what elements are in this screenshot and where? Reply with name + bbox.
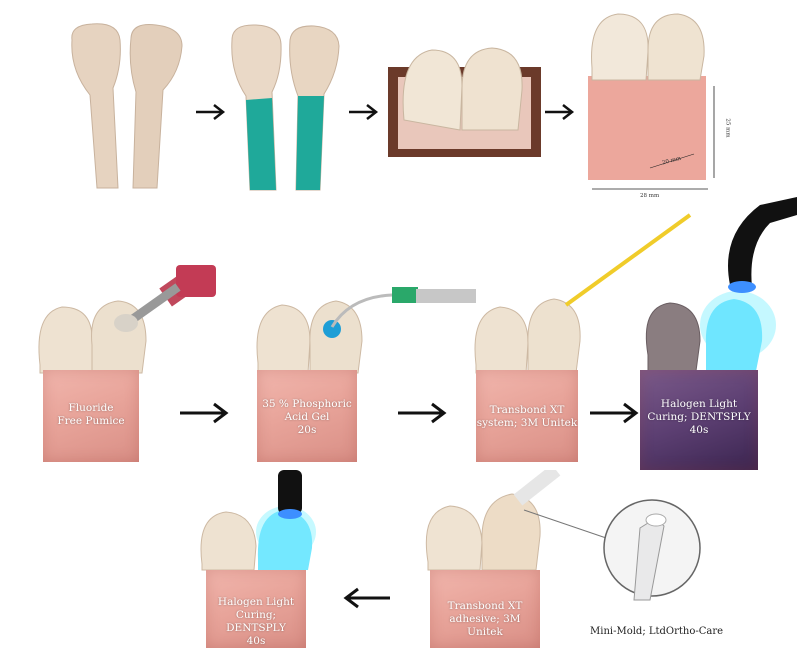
- step2-label-line3: 20s: [257, 424, 357, 437]
- step6-label-line3: 40s: [206, 635, 306, 648]
- step4-teeth: [646, 291, 776, 371]
- prophy-handpiece-icon: [114, 265, 216, 332]
- row3-illustration: [0, 470, 797, 648]
- step3-label: Transbond XT system; 3M Unitek: [476, 404, 578, 430]
- arrow-left: [346, 589, 390, 607]
- dimension-height-label: 25 mm: [725, 118, 731, 137]
- extracted-teeth: [72, 24, 182, 188]
- arrow-right-3: [545, 105, 572, 119]
- step4-label-line2: Curing; DENTSPLY: [640, 411, 758, 424]
- arrow-right-4: [180, 404, 226, 422]
- step2-label-line2: Acid Gel: [257, 411, 357, 424]
- step2-label: 35 % Phosphoric Acid Gel 20s: [257, 398, 357, 437]
- mounted-block: [588, 14, 714, 189]
- arrow-right-5: [398, 404, 444, 422]
- step6-label: Halogen Light Curing; DENTSPLY 40s: [206, 596, 306, 648]
- step1-label-line2: Free Pumice: [43, 415, 139, 428]
- step6-label-line2: Curing; DENTSPLY: [206, 609, 306, 635]
- callout-caption: Mini-Mold; LtdOrtho-Care: [590, 626, 723, 637]
- arrow-right-1: [196, 105, 223, 119]
- step5-teeth: [426, 494, 540, 570]
- silicone-mold: [388, 48, 541, 157]
- step2-label-line1: 35 % Phosphoric: [257, 398, 357, 411]
- arrow-right-2: [349, 105, 376, 119]
- step3-label-line2: system; 3M Unitek: [476, 417, 578, 430]
- step6-label-line1: Halogen Light: [206, 596, 306, 609]
- stained-teeth: [232, 25, 339, 190]
- curing-light-icon-2: [278, 470, 302, 519]
- step5-label-line2: adhesive; 3M Unitek: [430, 613, 540, 639]
- step5-label: Transbond XT adhesive; 3M Unitek: [430, 600, 540, 639]
- step3-label-line1: Transbond XT: [476, 404, 578, 417]
- step4-label: Halogen Light Curing; DENTSPLY 40s: [640, 398, 758, 437]
- step5-label-line1: Transbond XT: [430, 600, 540, 613]
- applicator-brush-icon: [566, 215, 690, 305]
- step3-teeth: [475, 299, 580, 373]
- curing-light-icon: [728, 197, 797, 293]
- step4-label-line1: Halogen Light: [640, 398, 758, 411]
- step4-label-line3: 40s: [640, 424, 758, 437]
- step1-label-line1: Fluoride: [43, 402, 139, 415]
- step1-teeth: [39, 301, 146, 373]
- row1-illustration: [0, 0, 797, 215]
- step1-label: Fluoride Free Pumice: [43, 402, 139, 428]
- magnified-callout: [604, 500, 700, 600]
- arrow-right-6: [590, 404, 636, 422]
